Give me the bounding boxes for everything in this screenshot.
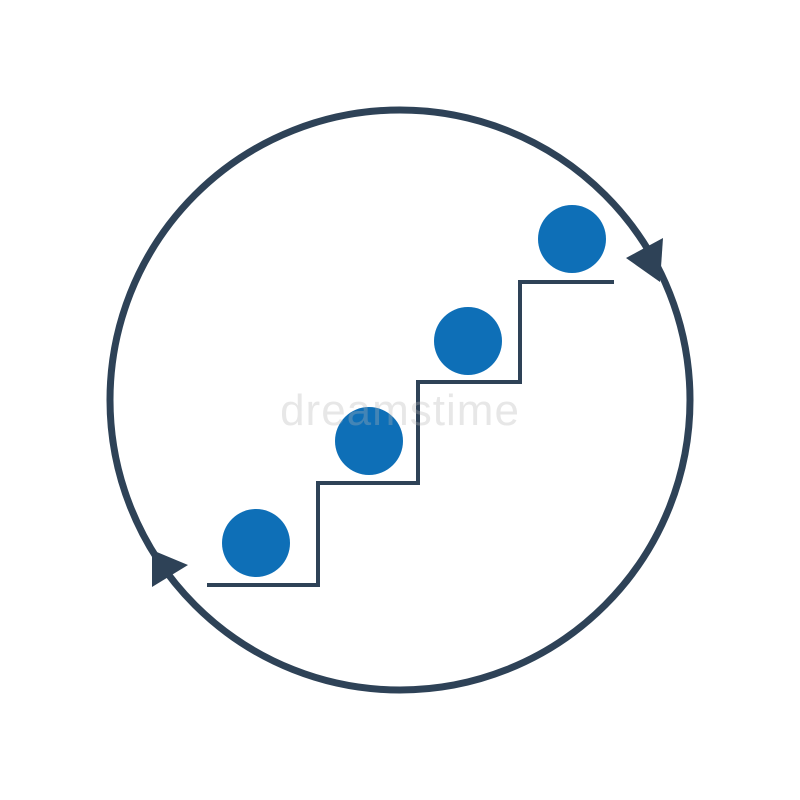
- arrowhead-bottom-left: [152, 550, 188, 587]
- circular-arrows-icon: [106, 106, 694, 694]
- step-dot-icon: [434, 307, 502, 375]
- step-dot-icon: [222, 509, 290, 577]
- arrowhead-top-right: [626, 238, 663, 282]
- step-dot-icon: [335, 407, 403, 475]
- step-dots: [222, 205, 606, 577]
- staircase-icon: [207, 280, 614, 587]
- step-dot-icon: [538, 205, 606, 273]
- cycle-ring: [106, 106, 694, 694]
